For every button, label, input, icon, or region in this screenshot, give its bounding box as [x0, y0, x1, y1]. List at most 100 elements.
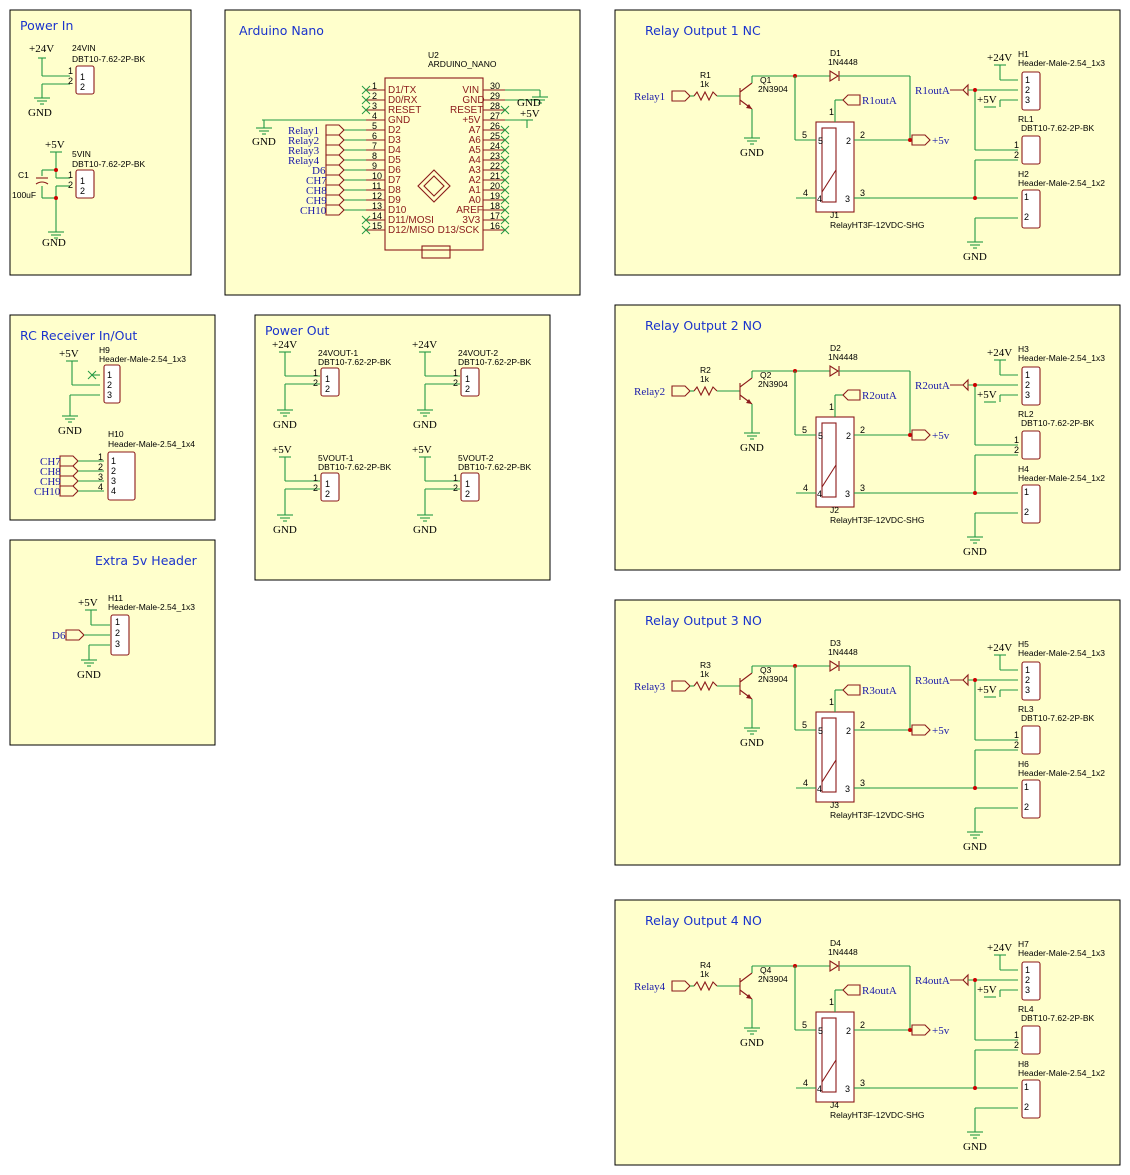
resistor-ref: R4 [700, 960, 711, 970]
relay-input-3-flag [671, 680, 691, 692]
relay-24v: +24V [987, 52, 1012, 64]
ard-pin-name: D3 [388, 135, 401, 146]
svg-text:5: 5 [802, 425, 807, 435]
resistor-ref: R1 [700, 70, 711, 80]
rc-net-ch7: CH7 [40, 456, 61, 468]
transistor-ref: Q3 [760, 665, 772, 675]
ard-pin-num: 24 [490, 141, 500, 151]
power-out-v: +5V [412, 444, 432, 456]
relay-gnd-q: GND [740, 737, 764, 749]
power-out-gnd: GND [273, 524, 297, 536]
relay-gnd-h: GND [963, 251, 987, 263]
ard-net-relay4-flag [325, 154, 345, 166]
svg-text:2: 2 [846, 136, 851, 146]
svg-text:1: 1 [465, 374, 470, 384]
power-out-part: DBT10-7.62-2P-BK [458, 357, 532, 367]
ard-net-ch8-flag [325, 184, 345, 196]
panel-relay4 [614, 899, 1121, 1166]
svg-text:2: 2 [1025, 85, 1030, 95]
relay-5v-net: +5v [932, 725, 950, 737]
title-arduino: Arduino Nano [239, 23, 324, 38]
relay-24v: +24V [987, 642, 1012, 654]
relay-5v-net: +5v [932, 135, 950, 147]
relay-5v-net: +5v [932, 430, 950, 442]
ard-net-d6-flag [325, 164, 345, 176]
rc-net-ch9-flag [59, 475, 79, 487]
svg-text:1: 1 [1025, 965, 1030, 975]
header-b-value: Header-Male-2.54_1x2 [1018, 178, 1105, 188]
ard-gnd-right: GND [517, 97, 541, 109]
ard-pin-num: 22 [490, 161, 500, 171]
svg-text:3: 3 [860, 483, 865, 493]
title-power-out: Power Out [265, 323, 330, 338]
relay-value: RelayHT3F-12VDC-SHG [830, 1110, 924, 1120]
svg-text:1: 1 [453, 473, 458, 483]
ard-net-relay2: Relay2 [288, 135, 319, 147]
svg-text:3: 3 [107, 390, 112, 400]
svg-text:4: 4 [817, 784, 822, 794]
relay-output-4: R4outA [915, 975, 950, 987]
ard-pin-name: GND [388, 115, 410, 126]
ard-pin-name: D13/SCK [438, 225, 480, 236]
ard-net-relay2-flag [325, 134, 345, 146]
power-in-circuit: +24V GND 24VIN DBT10-7.62-2P-BK 12 12 +5… [12, 43, 146, 249]
svg-text:5: 5 [818, 726, 823, 736]
ard-pin-num: 25 [490, 131, 500, 141]
ard-pin-num: 4 [372, 111, 377, 121]
relay-input-1-flag [671, 90, 691, 102]
rc-net-ch10-flag [59, 485, 79, 497]
ard-pin-name: A0 [469, 195, 482, 206]
power-out-gnd: GND [273, 419, 297, 431]
relay-input-2-flag [671, 385, 691, 397]
svg-text:1: 1 [325, 479, 330, 489]
header-a-ref: H1 [1018, 49, 1029, 59]
svg-text:2: 2 [453, 483, 458, 493]
ref-5vin: 5VIN [72, 149, 91, 159]
svg-text:1: 1 [453, 368, 458, 378]
header-b-value: Header-Male-2.54_1x2 [1018, 473, 1105, 483]
ard-pin-num: 27 [490, 111, 500, 121]
ard-net-relay4: Relay4 [288, 155, 320, 167]
svg-text:1: 1 [829, 997, 834, 1007]
part-24vin: DBT10-7.62-2P-BK [72, 54, 146, 64]
svg-text:2: 2 [1024, 507, 1029, 517]
transistor-value: 2N3904 [758, 84, 788, 94]
svg-text:4: 4 [817, 1084, 822, 1094]
power-out-gnd: GND [413, 419, 437, 431]
transistor-ref: Q4 [760, 965, 772, 975]
svg-text:3: 3 [845, 194, 850, 204]
relay-ref: J4 [830, 1100, 839, 1110]
ard-net-ch9: CH9 [306, 195, 327, 207]
svg-text:3: 3 [845, 784, 850, 794]
svg-text:1: 1 [829, 697, 834, 707]
svg-text:2: 2 [453, 378, 458, 388]
relay-output-2: R2outA [915, 380, 950, 392]
ard-pin-name: D6 [388, 165, 401, 176]
relay-gnd-h: GND [963, 546, 987, 558]
svg-text:2: 2 [860, 720, 865, 730]
ard-pin-name: D12/MISO [388, 225, 435, 236]
resistor-value: 1k [700, 79, 710, 89]
ard-net-ch9-flag [325, 194, 345, 206]
ard-pin-name: RESET [450, 105, 483, 116]
ard-pin-num: 13 [372, 201, 382, 211]
header-b-ref: H4 [1018, 464, 1029, 474]
svg-text:2: 2 [1024, 212, 1029, 222]
ard-pin-num: 16 [490, 221, 500, 231]
resistor-value: 1k [700, 669, 710, 679]
rc-net-ch7-flag [59, 455, 79, 467]
svg-text:4: 4 [803, 188, 808, 198]
ard-pin-num: 11 [372, 181, 381, 191]
ard-pin-num: 21 [490, 171, 500, 181]
ard-net-ch10-flag [325, 204, 345, 216]
val-c1: 100uF [12, 190, 36, 200]
rc-net-ch10: CH10 [34, 486, 61, 498]
ard-pin-num: 10 [372, 171, 382, 181]
svg-text:4: 4 [803, 1078, 808, 1088]
diode-ref: D3 [830, 638, 841, 648]
ard-pin-name: D11/MOSI [388, 215, 434, 226]
relay-24v: +24V [987, 347, 1012, 359]
